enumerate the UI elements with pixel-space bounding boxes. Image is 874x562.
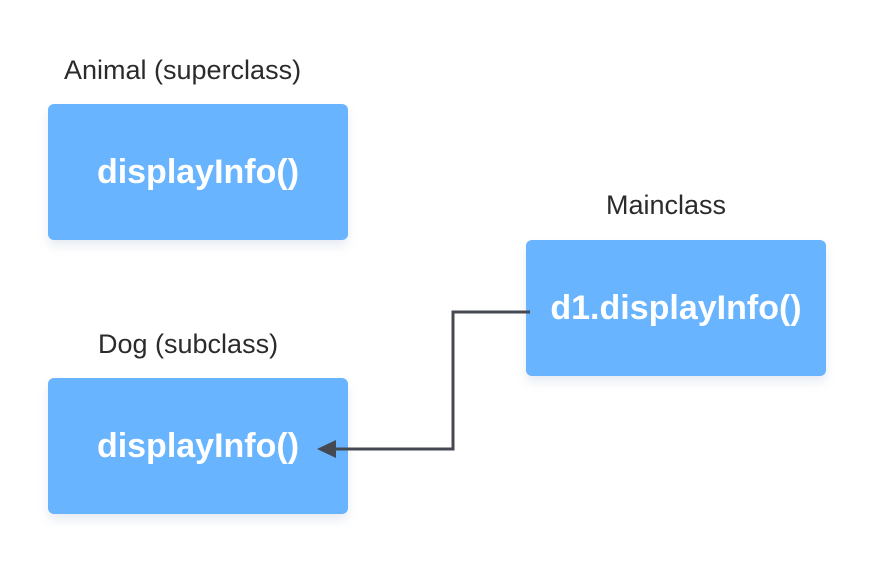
animal-superclass-caption: Animal (superclass): [64, 55, 302, 85]
connector-line: [336, 310, 530, 451]
dog-display-info-method: displayInfo(): [96, 427, 300, 465]
dog-subclass-box: displayInfo(): [48, 378, 348, 514]
main-method-call: d1.displayInfo(): [550, 289, 802, 327]
mainclass-box: d1.displayInfo(): [526, 240, 826, 376]
dog-subclass-caption: Dog (subclass): [98, 329, 279, 359]
mainclass-caption: Mainclass: [606, 190, 727, 220]
animal-display-info-method: displayInfo(): [96, 153, 300, 191]
animal-superclass-box: displayInfo(): [48, 104, 348, 240]
